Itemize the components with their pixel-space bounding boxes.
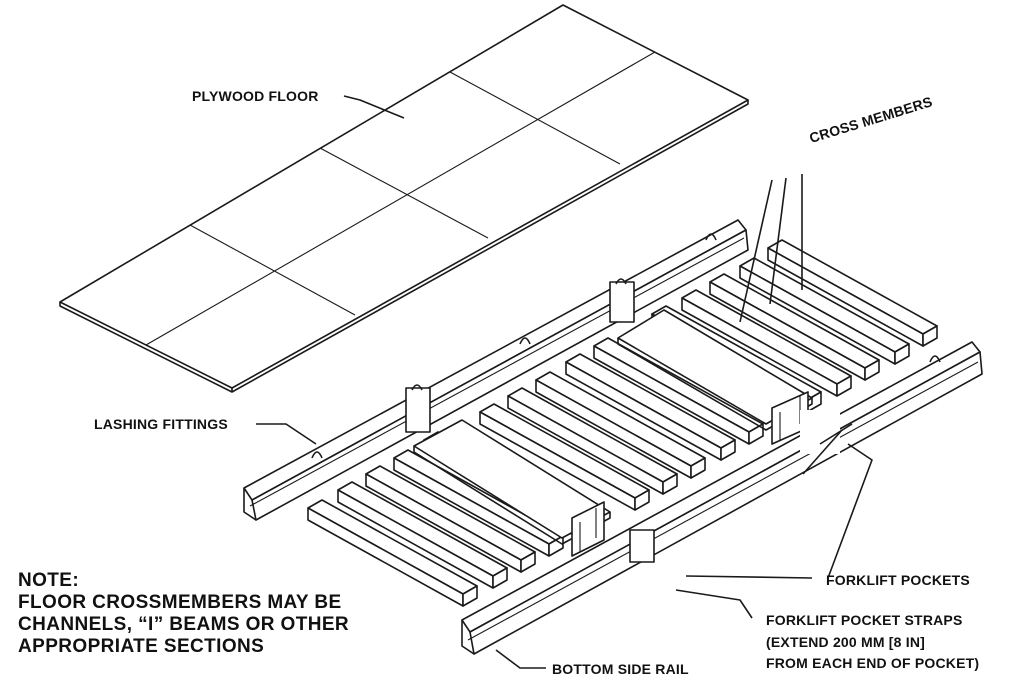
lashing-fitting-5 xyxy=(615,278,627,285)
label-straps-note-line1: (EXTEND 200 MM [8 IN] xyxy=(766,634,925,650)
near-rail-pocket-bracket xyxy=(629,529,655,563)
lashing-fitting-1 xyxy=(311,451,323,459)
leader-lines xyxy=(256,95,873,669)
leader-cross-member-1 xyxy=(739,179,773,323)
lashing-fitting-4 xyxy=(411,384,423,391)
rail-lashing-fitting xyxy=(929,355,941,363)
cross-member xyxy=(479,403,650,511)
cross-member xyxy=(365,465,536,573)
label-plywood-floor: PLYWOOD FLOOR xyxy=(192,88,319,104)
leader-cross-member-2 xyxy=(769,177,787,305)
cross-member xyxy=(681,289,852,397)
note-line-3: APPROPRIATE SECTIONS xyxy=(18,636,265,657)
cross-member xyxy=(593,337,764,445)
note-line-1: FLOOR CROSSMEMBERS MAY BE xyxy=(18,592,342,613)
note-line-2: CHANNELS, “I” BEAMS OR OTHER xyxy=(18,614,350,635)
leader-plywood-floor xyxy=(343,95,405,119)
forklift-pocket-plate-right xyxy=(617,309,813,445)
label-straps-note-line2: FROM EACH END OF POCKET) xyxy=(766,655,980,671)
plywood-floor-panel xyxy=(59,4,749,393)
cross-member xyxy=(535,371,706,479)
label-bottom-side-rail: BOTTOM SIDE RAIL xyxy=(552,661,689,677)
cross-member xyxy=(507,387,678,495)
rail-pocket-bracket-1 xyxy=(405,387,431,433)
lashing-fitting-3 xyxy=(705,233,717,241)
leader-lashing-fittings xyxy=(256,423,317,445)
label-forklift-pocket-straps: FORKLIFT POCKET STRAPS xyxy=(766,612,963,628)
cross-member xyxy=(739,257,910,365)
label-lashing-fittings: LASHING FITTINGS xyxy=(94,416,228,432)
lashing-fitting-2 xyxy=(519,337,531,345)
label-forklift-pockets: FORKLIFT POCKETS xyxy=(826,572,970,588)
forklift-pocket-plate-left xyxy=(413,419,611,557)
bottom-side-rail xyxy=(461,341,983,655)
cross-member xyxy=(565,353,736,461)
cross-member xyxy=(709,273,880,381)
note-heading: NOTE: xyxy=(18,570,80,591)
leader-forklift-pockets xyxy=(685,575,813,579)
cross-members-group xyxy=(307,239,938,607)
cross-member xyxy=(307,499,478,607)
rail-pocket-bracket-2 xyxy=(609,281,635,323)
cross-member xyxy=(393,449,564,557)
leader-forklift-pocket-straps xyxy=(675,589,753,619)
note-block: NOTE: FLOOR CROSSMEMBERS MAY BE CHANNELS… xyxy=(18,570,349,658)
lashing-fittings-group xyxy=(311,233,717,459)
leader-bottom-side-rail xyxy=(495,649,546,669)
cross-member xyxy=(337,481,508,589)
leader-forklift-pockets-2 xyxy=(827,443,873,579)
